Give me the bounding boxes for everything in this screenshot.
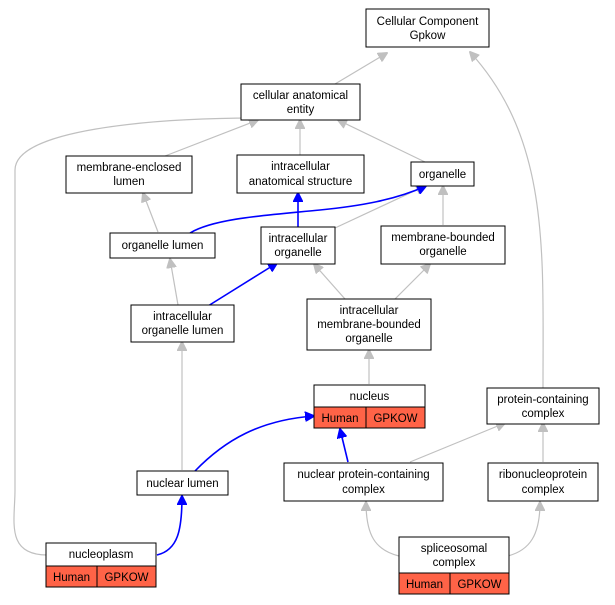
gene-tag (96, 565, 157, 588)
species-tag-label: Human (53, 572, 90, 584)
edge-orglumen-mel (143, 193, 159, 233)
edge-imbo-intorg (314, 264, 346, 300)
node-label-line: nucleus (350, 391, 390, 403)
edge-cae-root (334, 53, 387, 85)
blue-edges (156, 186, 426, 556)
gene-tag (365, 406, 426, 429)
node-label-line: Gpkow (410, 30, 446, 42)
node-nuclear-protein-containing-complex[interactable]: nuclear protein-containing complex (283, 462, 444, 502)
node-label-line: nuclear lumen (146, 478, 218, 490)
node-label-line: entity (287, 104, 315, 116)
edge-iol-intorg (207, 263, 277, 307)
node-label-line: complex (522, 484, 565, 496)
node-label-line: cellular anatomical (253, 90, 348, 102)
node-membrane-bounded-organelle[interactable]: membrane-bounded organelle (380, 225, 506, 265)
node-label-line: organelle (345, 333, 392, 345)
node-nucleus[interactable]: nucleus Human GPKOW (313, 384, 426, 429)
node-cellular-anatomical-entity[interactable]: cellular anatomical entity (240, 83, 361, 121)
species-tag-label: Human (321, 413, 358, 425)
node-label-line: ribonucleoprotein (499, 469, 587, 481)
node-label-line: intracellular (271, 161, 330, 173)
node-label-line: nuclear protein-containing (297, 469, 429, 481)
node-organelle-lumen[interactable]: organelle lumen (109, 232, 216, 259)
gene-tag-label: GPKOW (104, 572, 148, 584)
edge-org-cae (338, 120, 426, 163)
species-tag-label: Human (406, 579, 443, 591)
node-label-line: nucleoplasm (69, 549, 134, 561)
edge-mel-cae (164, 120, 258, 157)
node-label-line: intracellular (269, 233, 328, 245)
node-nuclear-lumen[interactable]: nuclear lumen (136, 470, 229, 496)
node-label-line: Cellular Component (377, 16, 479, 28)
node-intracellular-organelle[interactable]: intracellular organelle (260, 226, 336, 265)
node-nucleoplasm[interactable]: nucleoplasm Human GPKOW (45, 542, 157, 588)
node-label-line: membrane-enclosed (77, 162, 182, 174)
node-label-line: complex (433, 557, 476, 569)
node-intracellular-anatomical-structure[interactable]: intracellular anatomical structure (236, 154, 365, 194)
edge-nuclum-nucleus (194, 416, 314, 472)
node-ribonucleoprotein-complex[interactable]: ribonucleoprotein complex (487, 462, 599, 502)
node-label-line: intracellular (153, 311, 212, 323)
node-label-line: organelle lumen (142, 325, 224, 337)
edge-nucleoplasm-cae (13, 118, 258, 556)
node-spliceosomal-complex[interactable]: spliceosomal complex Human GPKOW (398, 536, 510, 595)
edge-splice-rnp (507, 502, 540, 557)
node-label-line: organelle (419, 246, 466, 258)
gene-tag-label: GPKOW (457, 579, 501, 591)
edge-imbo-mbo (394, 264, 430, 300)
node-cellular-component-gpkow[interactable]: Cellular Component Gpkow (365, 8, 490, 48)
node-intracellular-organelle-lumen[interactable]: intracellular organelle lumen (130, 304, 235, 343)
edge-iol-orglumen (170, 259, 179, 306)
edge-nucleoplasm-nuclum (156, 496, 182, 556)
node-membrane-enclosed-lumen[interactable]: membrane-enclosed lumen (65, 155, 193, 194)
node-label-line: protein-containing (497, 394, 588, 406)
gene-tag-label: GPKOW (373, 413, 417, 425)
gene-tag (449, 572, 510, 595)
node-label-line: complex (342, 484, 385, 496)
node-label-line: spliceosomal (421, 543, 487, 555)
node-label-line: organelle (274, 247, 321, 259)
edge-splice-npcc (366, 502, 400, 557)
node-label-line: organelle (419, 169, 466, 181)
node-protein-containing-complex[interactable]: protein-containing complex (486, 387, 600, 425)
edge-pcc-root (470, 52, 544, 389)
edge-npcc-nucleus (340, 429, 349, 463)
node-label-line: membrane-bounded (317, 319, 421, 331)
node-label-line: membrane-bounded (391, 232, 495, 244)
node-organelle[interactable]: organelle (410, 161, 475, 187)
node-label-line: anatomical structure (249, 176, 353, 188)
edge-orglumen-org (189, 186, 426, 234)
node-intracellular-membrane-bounded-organelle[interactable]: intracellular membrane-bounded organelle (306, 298, 432, 351)
node-label-line: intracellular (340, 305, 399, 317)
edge-npcc-pcc (409, 423, 505, 463)
node-label-line: complex (522, 408, 565, 420)
node-label-line: lumen (113, 176, 144, 188)
node-label-line: organelle lumen (122, 240, 204, 252)
gray-edges (13, 52, 544, 557)
